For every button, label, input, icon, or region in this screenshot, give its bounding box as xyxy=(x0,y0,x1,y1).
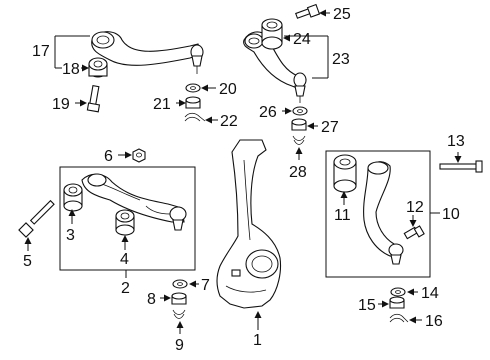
callout-22: 22 xyxy=(220,113,238,130)
cotter-pin-16 xyxy=(389,313,409,323)
callout-11: 11 xyxy=(334,207,351,224)
callout-8: 8 xyxy=(147,291,156,308)
lower-arm-group-box xyxy=(59,166,196,271)
callout-16: 16 xyxy=(425,313,443,330)
callout-23: 23 xyxy=(332,51,350,68)
callout-27: 27 xyxy=(321,119,339,136)
washer-20 xyxy=(185,83,201,93)
trailing-arm xyxy=(363,161,404,265)
bushing-4 xyxy=(115,209,135,236)
callout-1: 1 xyxy=(253,332,262,349)
callout-14: 14 xyxy=(421,285,439,302)
callout-19: 19 xyxy=(52,96,70,113)
callout-6: 6 xyxy=(104,148,113,165)
washer-7 xyxy=(172,279,188,289)
bushing-3 xyxy=(63,183,83,212)
upper-rear-control-arm xyxy=(243,31,307,103)
nut-27 xyxy=(291,118,307,131)
callout-17: 17 xyxy=(32,43,50,60)
callout-15: 15 xyxy=(358,297,376,314)
callout-12: 12 xyxy=(406,199,424,216)
callout-28: 28 xyxy=(289,164,307,181)
steering-knuckle xyxy=(216,139,282,309)
nut-15 xyxy=(389,296,405,309)
callout-26: 26 xyxy=(259,104,277,121)
nut-21 xyxy=(185,96,201,109)
bolt-13 xyxy=(439,160,483,173)
callout-3: 3 xyxy=(66,227,75,244)
upper-front-control-arm xyxy=(91,31,204,74)
callout-18: 18 xyxy=(62,61,80,78)
bolt-12 xyxy=(403,225,425,240)
bushing-24 xyxy=(261,18,283,50)
callout-5: 5 xyxy=(23,253,32,270)
callout-numbers: 1 2 3 4 5 6 7 8 9 10 11 12 13 14 15 16 1… xyxy=(23,6,465,354)
leader-lines xyxy=(24,9,462,334)
callout-7: 7 xyxy=(201,277,210,294)
callout-4: 4 xyxy=(120,251,129,268)
callout-13: 13 xyxy=(447,133,465,150)
callout-25: 25 xyxy=(333,6,351,23)
nut-6 xyxy=(132,148,146,163)
rear-lower-arm-group-box xyxy=(325,150,431,278)
callout-21: 21 xyxy=(153,96,171,113)
bolt-25 xyxy=(295,3,321,19)
lower-control-arm xyxy=(81,173,187,231)
callout-20: 20 xyxy=(219,81,237,98)
cotter-pin-9 xyxy=(172,309,186,319)
callout-24: 24 xyxy=(293,31,311,48)
callout-2: 2 xyxy=(121,280,130,297)
bushing-11 xyxy=(333,154,357,193)
washer-14 xyxy=(390,287,406,297)
bolt-19 xyxy=(86,85,101,113)
callout-10: 10 xyxy=(442,206,460,223)
bushing-18 xyxy=(88,57,108,78)
washer-26 xyxy=(292,106,308,116)
callout-9: 9 xyxy=(175,337,184,354)
nut-8 xyxy=(171,292,187,305)
bolt-5 xyxy=(18,199,55,238)
cotter-pin-22 xyxy=(184,112,206,122)
cotter-pin-28 xyxy=(292,135,306,145)
